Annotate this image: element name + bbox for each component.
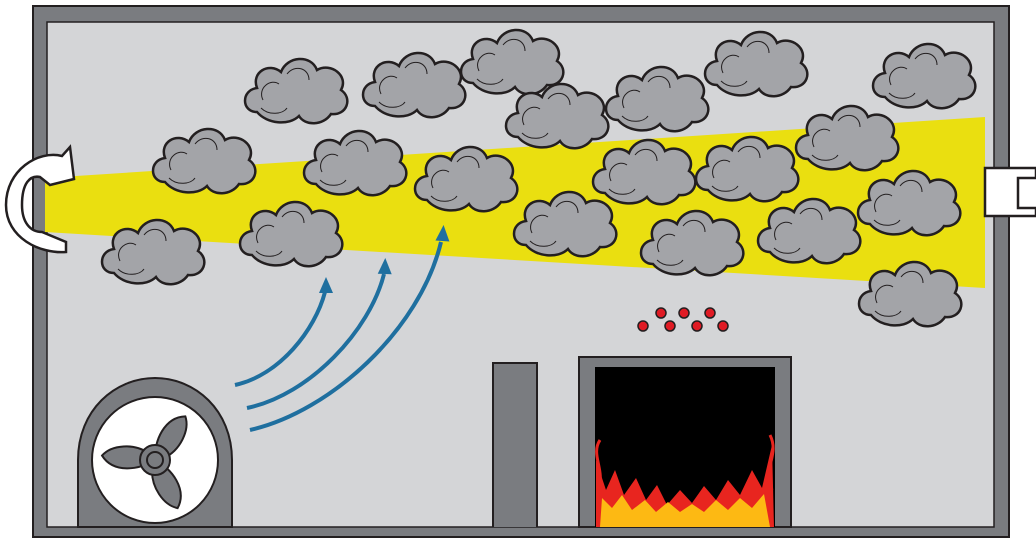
ember (638, 321, 648, 331)
light-detector-icon (985, 168, 1036, 216)
ember (665, 321, 675, 331)
ember (705, 308, 715, 318)
circulation-fan (78, 378, 232, 527)
ember (718, 321, 728, 331)
ember (656, 308, 666, 318)
ember (692, 321, 702, 331)
furnace (579, 357, 791, 527)
light-detector (985, 168, 1036, 216)
fan-hub-center (147, 452, 163, 468)
partition-wall (493, 363, 537, 527)
ember (679, 308, 689, 318)
